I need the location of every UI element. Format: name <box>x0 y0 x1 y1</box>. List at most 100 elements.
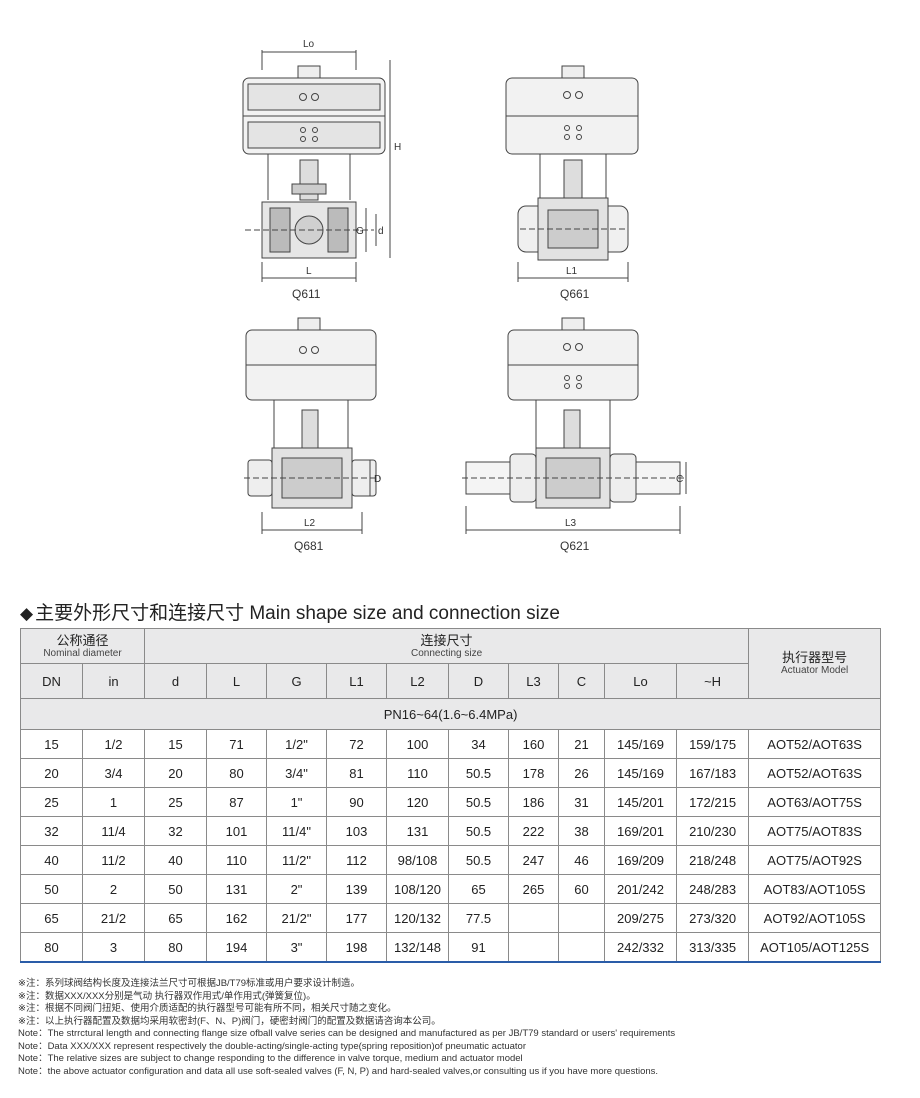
table-cell: 26 <box>558 758 605 788</box>
actuator-model-header: 执行器型号 Actuator Model <box>748 628 882 699</box>
q661-caption: Q661 <box>560 287 590 301</box>
table-cell: 80 <box>20 932 83 963</box>
table-cell: 2 <box>82 874 145 904</box>
table-cell: 50.5 <box>448 816 509 846</box>
table-cell: 50.5 <box>448 758 509 788</box>
table-cell: 101 <box>206 816 267 846</box>
column-header: L1 <box>326 663 387 699</box>
table-cell: 87 <box>206 787 267 817</box>
section-marker: ◆ <box>20 604 34 623</box>
column-header: D <box>448 663 509 699</box>
table-cell: 1" <box>266 787 327 817</box>
q681-caption: Q681 <box>294 539 324 553</box>
table-cell: 90 <box>326 787 387 817</box>
table-cell: 160 <box>508 729 559 759</box>
q611-dim-d: d <box>378 226 384 237</box>
table-cell: 3/4" <box>266 758 327 788</box>
table-cell: 50.5 <box>448 845 509 875</box>
table-cell: 50.5 <box>448 787 509 817</box>
column-header: L2 <box>386 663 449 699</box>
table-cell: 100 <box>386 729 449 759</box>
q621-caption: Q621 <box>560 539 590 553</box>
q681-dim-l2: L2 <box>304 518 316 529</box>
column-header: d <box>144 663 207 699</box>
table-cell: 172/215 <box>675 787 750 817</box>
table-cell: 198 <box>326 932 387 963</box>
connecting-en: Connecting size <box>410 647 483 659</box>
table-cell: AOT92/AOT105S <box>748 903 882 933</box>
table-cell <box>558 903 605 933</box>
column-header: L3 <box>508 663 559 699</box>
table-cell: 167/183 <box>675 758 750 788</box>
table-cell: 201/242 <box>604 874 677 904</box>
table-cell: 15 <box>20 729 83 759</box>
technical-drawings: Lo H G d L Q611 L1 Q661 L2 D <box>242 39 687 553</box>
connecting-size-header: 连接尺寸 Connecting size <box>143 628 750 664</box>
note-line: ※注：数据XXX/XXX分别是气动 执行器双作用式/单作用式(弹簧复位)。 <box>18 990 316 1002</box>
table-cell: 218/248 <box>675 845 750 875</box>
note-line: ※注：根据不同阀门扭矩、使用介质适配的执行器型号可能有所不同，相关尺寸随之变化。 <box>18 1003 397 1014</box>
table-cell: AOT63/AOT75S <box>748 787 882 817</box>
table-header-group-row: 公称通径 Nominal diameter 连接尺寸 Connecting si… <box>20 628 882 699</box>
table-cell: 265 <box>508 874 559 904</box>
table-cell: 3" <box>266 932 327 963</box>
note-line: ※注：系列球阀结构长度及连接法兰尺寸可根据JB/T79标准或用户要求设计制造。 <box>18 978 361 989</box>
notes: ※注：系列球阀结构长度及连接法兰尺寸可根据JB/T79标准或用户要求设计制造。※… <box>18 978 898 1078</box>
nominal-zh: 公称通径 <box>56 632 109 648</box>
table-cell: 209/275 <box>604 903 677 933</box>
table-cell: 11/4 <box>82 816 145 846</box>
table-cell: 313/335 <box>675 932 750 963</box>
valve-drawings-svg: Lo H G d L Q611 L1 Q661 L2 D <box>242 39 687 553</box>
table-cell: 103 <box>326 816 387 846</box>
q611-dim-l: L <box>306 266 312 277</box>
table-cell <box>508 903 559 933</box>
table-cell: 210/230 <box>675 816 750 846</box>
q611-dim-h: H <box>394 142 401 153</box>
note-line: Note：The strrctural length and connectin… <box>18 1028 676 1039</box>
table-cell: 72 <box>326 729 387 759</box>
table-cell: 1/2 <box>82 729 145 759</box>
table-cell: AOT75/AOT83S <box>748 816 882 846</box>
table-cell: 40 <box>144 845 207 875</box>
table-cell: AOT83/AOT105S <box>748 874 882 904</box>
q661-dim-l1: L1 <box>566 266 578 277</box>
q611-dim-lo: Lo <box>303 39 315 50</box>
table-cell: 11/2 <box>82 845 145 875</box>
table-cell: 77.5 <box>448 903 509 933</box>
column-header: DN <box>20 663 83 699</box>
connecting-zh: 连接尺寸 <box>420 632 473 648</box>
table-cell <box>508 932 559 963</box>
table-cell: 120 <box>386 787 449 817</box>
table-cell: AOT105/AOT125S <box>748 932 882 963</box>
table-cell: 25 <box>144 787 207 817</box>
table-cell: 177 <box>326 903 387 933</box>
table-cell: 110 <box>206 845 267 875</box>
column-header: L <box>206 663 267 699</box>
table-cell: 81 <box>326 758 387 788</box>
pressure-cell: PN16~64(1.6~6.4MPa) <box>19 698 882 730</box>
spec-table: 公称通径 Nominal diameter 连接尺寸 Connecting si… <box>19 628 882 963</box>
section-title-text: 主要外形尺寸和连接尺寸 Main shape size and connecti… <box>35 603 560 624</box>
table-cell: 169/201 <box>604 816 677 846</box>
q681-dim-d: D <box>374 474 381 485</box>
table-cell: AOT52/AOT63S <box>748 729 882 759</box>
q621-dim-c: C <box>676 474 683 485</box>
actuator-en: Actuator Model <box>780 665 849 676</box>
table-cell: 15 <box>144 729 207 759</box>
q621-dim-l3: L3 <box>565 518 577 529</box>
table-cell: 112 <box>326 845 387 875</box>
table-cell: 91 <box>448 932 509 963</box>
q611-caption: Q611 <box>292 287 321 301</box>
nominal-diameter-header: 公称通径 Nominal diameter <box>20 628 145 664</box>
column-header: G <box>266 663 327 699</box>
table-cell: 50 <box>144 874 207 904</box>
table-cell: 11/4" <box>266 816 327 846</box>
table-cell: 162 <box>206 903 267 933</box>
